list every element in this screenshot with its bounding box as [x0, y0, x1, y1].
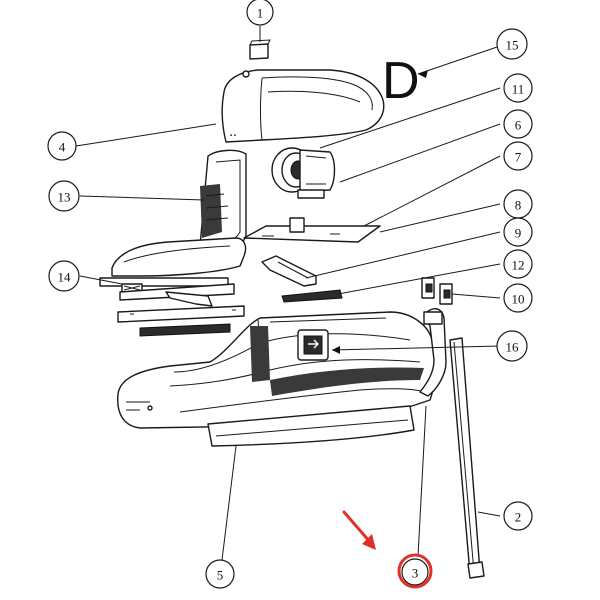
- svg-text:▪ ▪: ▪ ▪: [230, 133, 236, 139]
- callout-3-label: 3: [412, 566, 419, 581]
- callout-7-label: 7: [515, 150, 522, 165]
- callout-10: 10: [503, 283, 533, 313]
- callout-4: 4: [47, 131, 77, 161]
- callout-1-label: 1: [257, 6, 264, 21]
- callout-15: 15: [496, 28, 528, 60]
- callout-6-label: 6: [515, 118, 522, 133]
- callout-9-label: 9: [515, 226, 522, 241]
- part-10-clips: [421, 277, 453, 305]
- callout-11: 11: [503, 73, 533, 103]
- part-2-rod: [449, 337, 485, 579]
- callout-11-label: 11: [512, 82, 525, 97]
- callout-15-label: 15: [506, 38, 519, 53]
- callout-8-label: 8: [515, 198, 522, 213]
- callout-16-label: 16: [506, 340, 520, 355]
- part-13-back-support: [111, 149, 247, 277]
- part-14-spring-plates: [99, 277, 245, 337]
- callout-12-label: 12: [512, 258, 525, 273]
- part-15-letter: D: [382, 52, 420, 110]
- part-11-fan: [271, 147, 336, 199]
- callout-5-label: 5: [217, 568, 224, 583]
- part-15-d-symbol: D: [382, 52, 420, 110]
- part-4-top-cover: ▪ ▪: [221, 69, 385, 143]
- callout-2-label: 2: [515, 510, 522, 525]
- part-3-hose: [419, 308, 447, 397]
- callout-8: 8: [503, 189, 533, 219]
- callout-12: 12: [503, 249, 533, 279]
- highlight-ring: [397, 553, 433, 589]
- callout-10-label: 10: [512, 292, 525, 307]
- leader-lines: [75, 26, 501, 561]
- callout-16: 16: [496, 330, 528, 362]
- callout-6: 6: [503, 109, 533, 139]
- callout-7: 7: [503, 141, 533, 171]
- callout-13: 13: [48, 180, 80, 212]
- highlight-callout-3: [342, 510, 433, 589]
- part-7-plate: [243, 217, 381, 243]
- callout-4-label: 4: [59, 140, 66, 155]
- callout-13-label: 13: [58, 190, 71, 205]
- callout-14-label: 14: [58, 270, 72, 285]
- callout-14: 14: [48, 260, 80, 292]
- callout-1: 1: [246, 0, 274, 26]
- callout-3: 3: [401, 558, 429, 586]
- part-5-base: [117, 311, 436, 447]
- part-12-rail: [281, 289, 343, 303]
- callout-5: 5: [205, 559, 235, 589]
- highlight-arrowhead: [362, 534, 376, 550]
- highlight-arrow: [342, 510, 372, 544]
- part-9-bent-bar: [261, 255, 317, 287]
- part-1-pad: [249, 39, 271, 60]
- callout-2: 2: [503, 501, 533, 531]
- callout-9: 9: [503, 217, 533, 247]
